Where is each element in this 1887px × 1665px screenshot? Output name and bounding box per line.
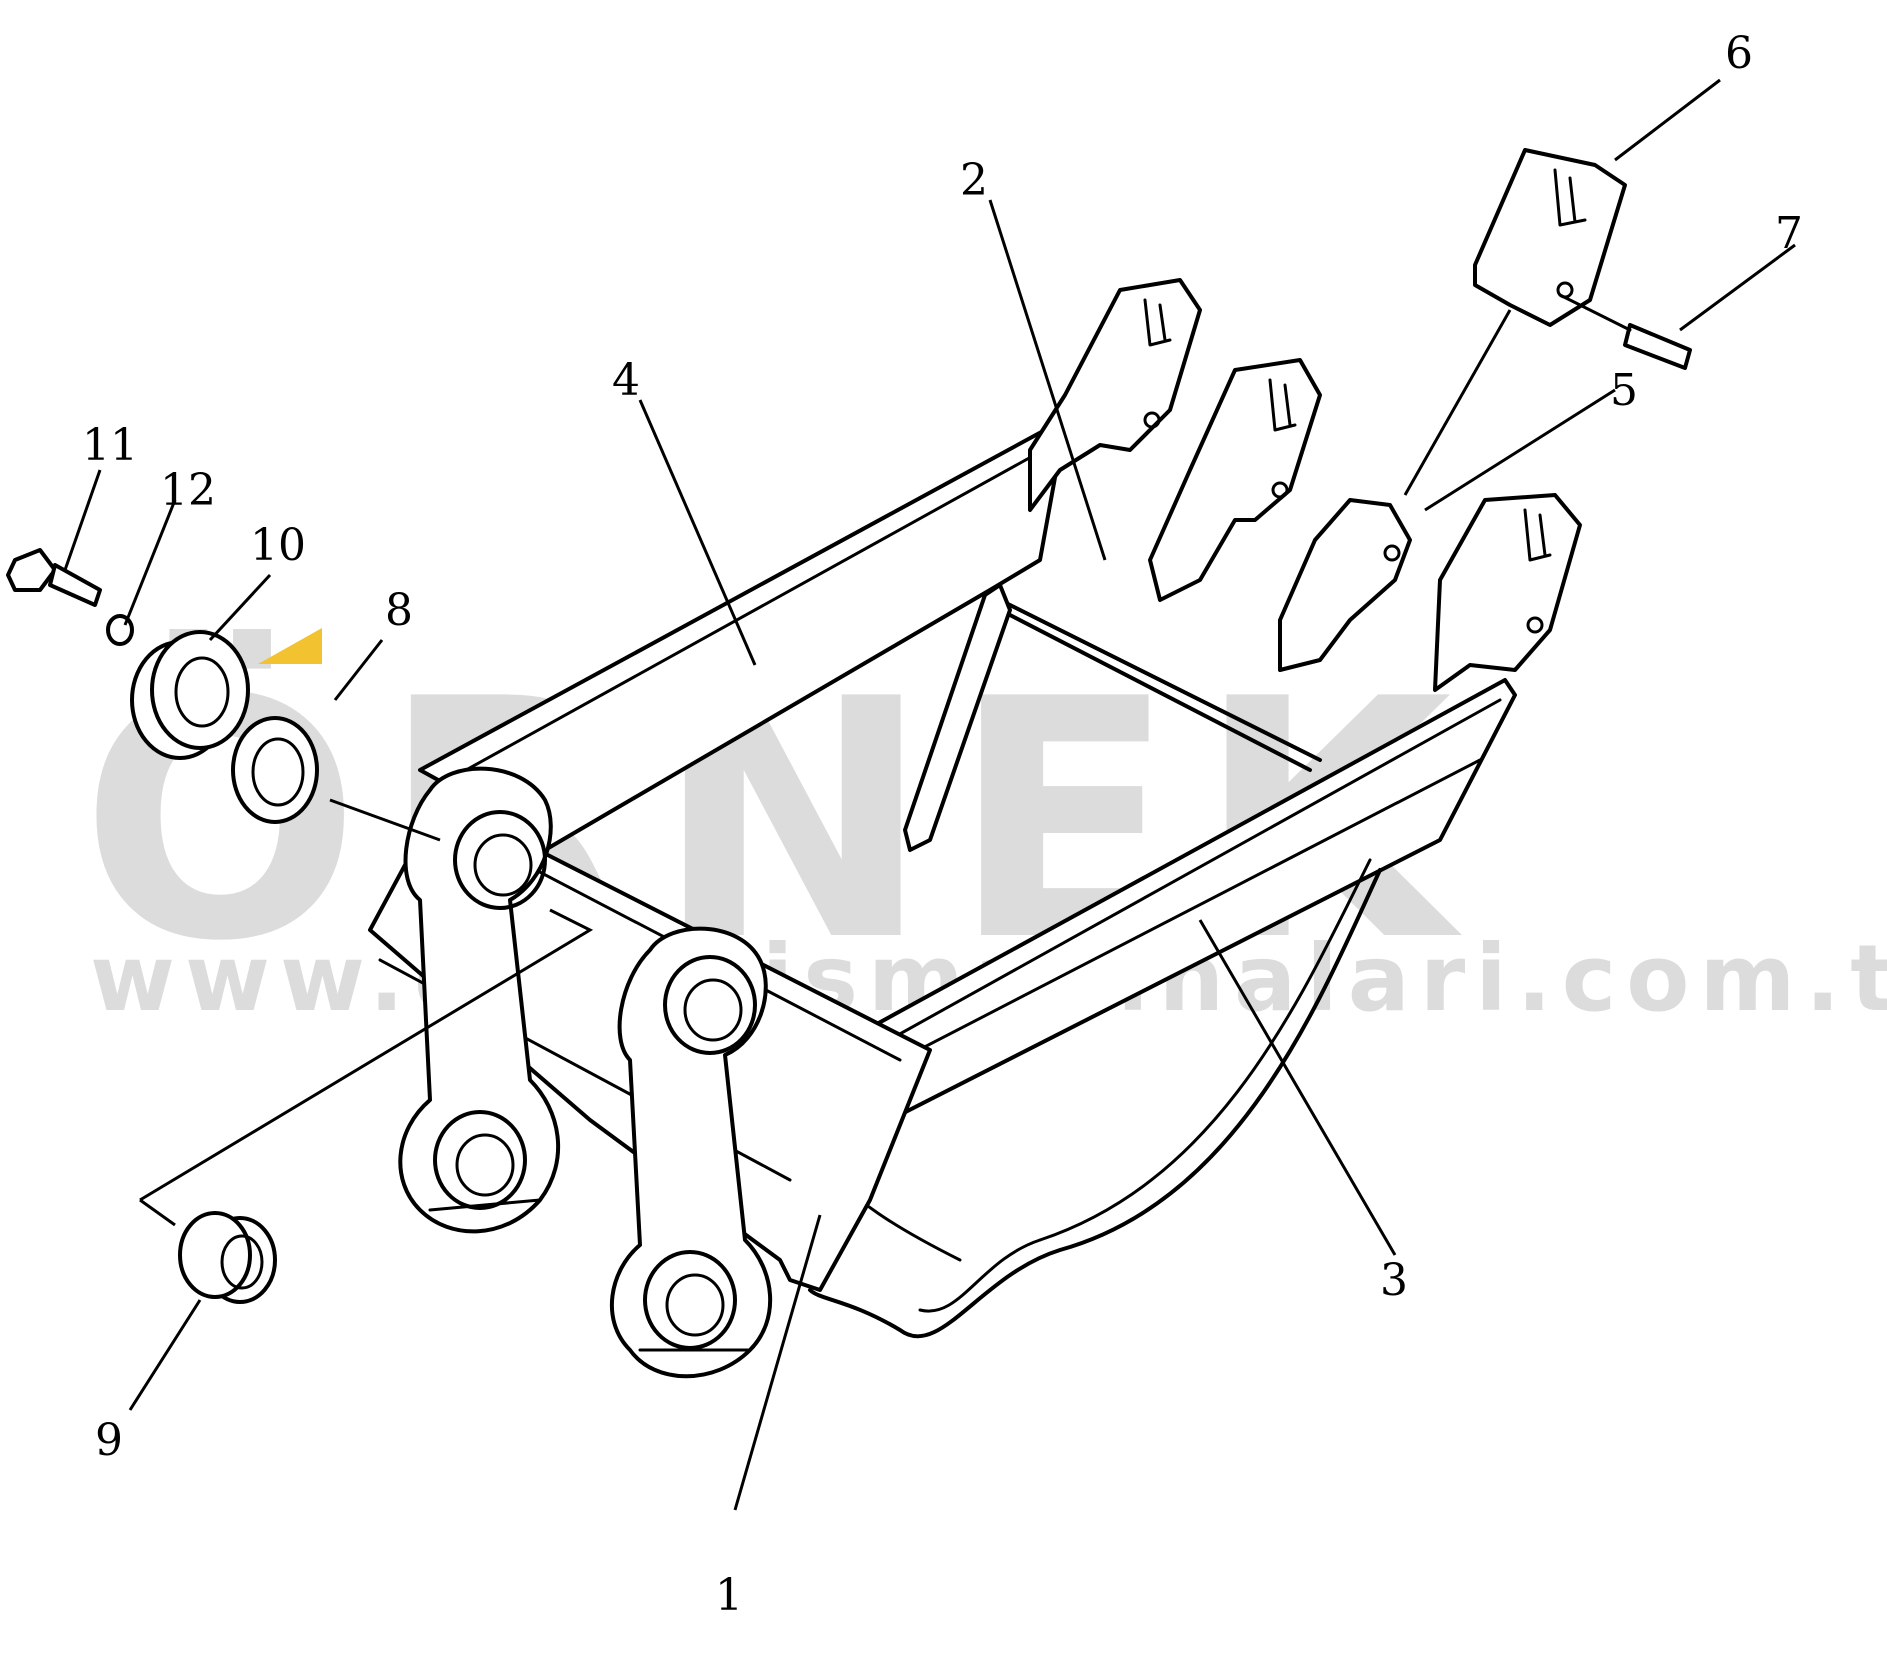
- callout-3: 3: [1380, 1255, 1408, 1306]
- tooth-3: [1278, 498, 1412, 672]
- tooth-tip-part-6: [1473, 148, 1627, 327]
- bore-left-upper: [453, 810, 547, 910]
- bore-left-lower: [433, 1110, 527, 1210]
- boss-part-9: [178, 1211, 277, 1304]
- tooth-4: [1433, 493, 1582, 692]
- callout-8: 8: [385, 585, 413, 636]
- callout-7: 7: [1775, 208, 1803, 259]
- callout-4: 4: [612, 355, 640, 406]
- watermark-accent-right: [258, 628, 322, 664]
- tooth-1: [1028, 278, 1202, 512]
- shim-part-8: [231, 716, 319, 824]
- bucket-shell: [808, 868, 1382, 1339]
- callout-2: 2: [960, 155, 988, 206]
- tooth-2: [1148, 358, 1322, 602]
- callout-5: 5: [1610, 365, 1638, 416]
- leader-lines: [63, 78, 1796, 1511]
- callout-11: 11: [82, 420, 138, 471]
- bore-right-upper: [663, 955, 757, 1055]
- nut-part-10: [130, 630, 250, 760]
- callout-labels: 1 2 3 4 5 6 7 8 9 10 11 12: [82, 28, 1803, 1621]
- callout-12: 12: [160, 465, 216, 516]
- pin-part-7: [1558, 293, 1692, 370]
- callout-1: 1: [715, 1570, 743, 1621]
- bolt-part-11: [6, 548, 102, 607]
- bucket-rib: [903, 583, 1012, 852]
- callout-10: 10: [250, 520, 306, 571]
- teeth-row: [1028, 278, 1582, 692]
- callout-9: 9: [95, 1415, 123, 1466]
- cutting-edge: [998, 598, 1322, 772]
- link-brackets: [398, 766, 772, 1379]
- bore-right-lower: [643, 1250, 737, 1350]
- callout-6: 6: [1725, 28, 1753, 79]
